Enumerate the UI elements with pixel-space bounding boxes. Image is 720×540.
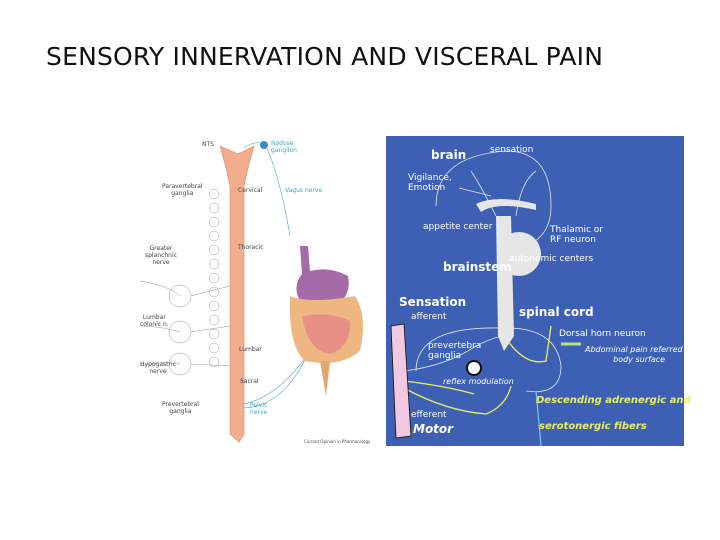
label-reflex-modulation: reflex modulation xyxy=(443,377,514,386)
spinal-cord-illustration xyxy=(140,141,364,443)
label-paravertebral-ganglia: Paravertebral ganglia xyxy=(162,183,203,197)
label-sacral: Sacral xyxy=(240,378,259,385)
label-abdominal-pain-referred: Abdominal pain referred to body surface xyxy=(585,345,694,364)
label-lumbar-colonic-nerve: Lumbar colonic n. xyxy=(140,314,169,328)
label-thoracic: Thoracic xyxy=(238,244,264,251)
label-prevertebral-ganglia: Prevertebral ganglia xyxy=(162,401,199,415)
label-nts: NTS xyxy=(202,141,214,148)
label-dorsal-horn-neuron: Dorsal horn neuron xyxy=(559,329,646,339)
peripheral-innervation-diagram: NTS Nodose ganglion Paravertebral gangli… xyxy=(140,136,370,446)
label-vagus-nerve: Vagus nerve xyxy=(285,187,323,194)
label-serotonergic-fibers: serotonergic fibers xyxy=(539,421,647,432)
label-greater-splanchnic-nerve: Greater splanchnic nerve xyxy=(145,245,177,266)
label-autonomic-centers: autonomic centers xyxy=(509,254,594,264)
label-motor: Motor xyxy=(413,422,454,436)
figure-credit: Current Opinion in Pharmacology xyxy=(304,439,371,444)
slide-title: SENSORY INNERVATION AND VISCERAL PAIN xyxy=(46,42,604,71)
label-lumbar: Lumbar xyxy=(239,346,262,353)
label-brain: brain xyxy=(431,148,467,162)
label-spinal-cord: spinal cord xyxy=(519,305,594,319)
label-prevertebra-ganglia: prevertebra ganglia xyxy=(428,341,482,361)
label-sensation-top: sensation xyxy=(490,145,534,155)
label-nodose-ganglion: Nodose ganglion xyxy=(271,140,297,154)
body-wall-illustration xyxy=(390,323,412,439)
label-vigilance-emotion: Vigilance, Emotion xyxy=(408,173,452,193)
label-thalamic-neuron: Thalamic or RF neuron xyxy=(550,225,604,245)
label-descending-adrenergic: Descending adrenergic and xyxy=(536,395,691,406)
label-appetite-center: appetite center xyxy=(423,222,493,232)
label-cervical: Cervical xyxy=(238,187,263,194)
viscera-illustration xyxy=(289,246,364,396)
label-afferent: afferent xyxy=(411,312,447,322)
label-efferent: efferent xyxy=(411,410,447,420)
label-pelvic-nerve: Pelvic nerve xyxy=(250,402,268,416)
label-sensation: Sensation xyxy=(399,295,467,309)
pain-pathway-illustration xyxy=(390,150,581,446)
label-brainstem: brainstem xyxy=(443,260,512,274)
label-hypogastric-nerve: Hypogastric nerve xyxy=(140,361,176,375)
visceral-pain-pathway-diagram: brain sensation Vigilance, Emotion appet… xyxy=(386,136,693,446)
